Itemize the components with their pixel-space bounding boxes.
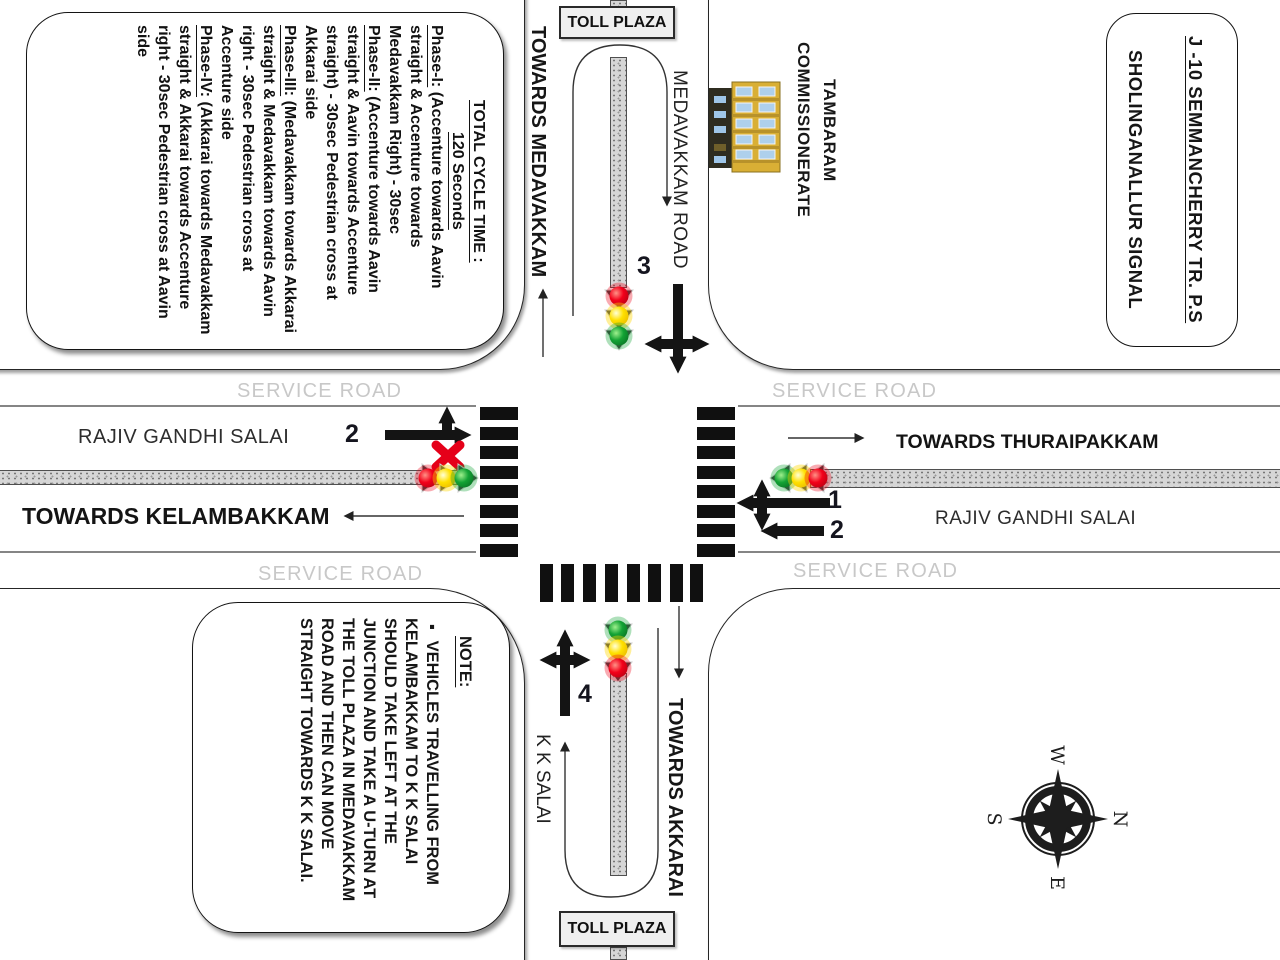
station-line2: SHOLINGANALLUR SIGNAL — [1125, 50, 1146, 310]
note-text: NOTE: ▪ VEHICLES TRAVELLING FROM KELAMBA… — [193, 603, 509, 932]
building-icon — [709, 81, 781, 173]
phase-2: Phase-II: (Accenture towards Aavin strai… — [300, 25, 384, 337]
service-road-label-ne: SERVICE ROAD — [772, 380, 938, 402]
label-towards-medavakkam: TOWARDS MEDAVAKKAM — [527, 26, 549, 278]
road-name-kk-salai: K K SALAI — [532, 734, 553, 824]
phase-1-text: (Accenture towards Aavin straight & Acce… — [386, 25, 445, 289]
road-name-medavakkam-road: MEDAVAKKAM ROAD — [669, 70, 690, 269]
uturn-path-south — [560, 628, 659, 898]
crosswalk-south — [540, 564, 703, 602]
service-road-label-se: SERVICE ROAD — [793, 560, 959, 582]
note-title: NOTE: — [456, 636, 474, 688]
label-towards-akkarai: TOWARDS AKKARAI — [664, 698, 686, 897]
no-entry-x-icon — [431, 440, 465, 472]
road-name-rajiv-gandhi-east: RAJIV GANDHI SALAI — [935, 508, 1137, 529]
phase-1: Phase-I: (Accenture towards Aavin straig… — [384, 25, 447, 337]
phase-3-text: (Medavakkam towards Akkarai straight & M… — [218, 25, 298, 333]
tambaram-line2: COMMISSIONERATE — [794, 42, 813, 218]
block-southeast — [708, 588, 1280, 960]
traffic-signal-north — [604, 282, 634, 351]
compass-n-label: N — [1109, 811, 1131, 828]
toll-plaza-south: TOLL PLAZA — [559, 911, 675, 947]
phase-2-text: (Accenture towards Aavin straight & Aavi… — [302, 25, 382, 300]
movement-arrow-west — [385, 406, 472, 444]
note-bullet: ▪ — [423, 618, 441, 636]
service-road-label-sw: SERVICE ROAD — [258, 563, 424, 585]
station-text: J -10 SEMMANCHERRY TR. P.S SHOLINGANALLU… — [1107, 14, 1237, 346]
station-panel: J -10 SEMMANCHERRY TR. P.S SHOLINGANALLU… — [1106, 13, 1238, 347]
label-towards-kelambakkam: TOWARDS KELAMBAKKAM — [22, 503, 330, 529]
label-towards-thuraipakkam: TOWARDS THURAIPAKKAM — [896, 431, 1159, 453]
compass-rose-icon: N E S W — [983, 745, 1131, 890]
signal-marker-east-2: 2 — [830, 516, 844, 544]
main-road-edge-lines — [0, 405, 1280, 553]
median-west — [0, 470, 458, 485]
signal-marker-east-1: 1 — [828, 486, 842, 514]
movement-arrow-east-1 — [736, 479, 830, 531]
traffic-signal-south — [603, 616, 633, 683]
movement-arrow-south — [539, 629, 591, 716]
label-tambaram-commissionerate: TAMBARAM COMMISSIONERATE — [790, 27, 842, 233]
service-road-label-nw: SERVICE ROAD — [237, 380, 403, 402]
note-panel: NOTE: ▪ VEHICLES TRAVELLING FROM KELAMBA… — [192, 602, 510, 933]
median-north — [610, 57, 627, 288]
phase-1-label: Phase-I: — [428, 25, 445, 88]
signal-marker-west: 2 — [345, 420, 359, 448]
signal-marker-south: 4 — [578, 680, 592, 708]
compass-e-label: E — [1046, 876, 1068, 890]
phase-4-text: (Akkarai towards Medavakkam straight & A… — [134, 25, 214, 335]
traffic-signal-west — [414, 463, 479, 493]
movement-arrow-north — [644, 284, 710, 374]
road-name-rajiv-gandhi-west: RAJIV GANDHI SALAI — [78, 426, 290, 448]
phase-4-label: Phase-IV: — [197, 25, 214, 98]
median-east — [810, 469, 1280, 488]
toll-plaza-south-label: TOLL PLAZA — [567, 920, 667, 937]
signal-marker-north: 3 — [637, 252, 651, 280]
signal-cycle-text: TOTAL CYCLE TIME : 120 Seconds Phase-I: … — [27, 13, 503, 349]
crosswalk-east — [697, 407, 735, 557]
note-body: ▪ VEHICLES TRAVELLING FROM KELAMBAKKAM T… — [295, 618, 442, 917]
phase-3: Phase-III: (Medavakkam towards Akkarai s… — [216, 25, 300, 337]
toll-plaza-north: TOLL PLAZA — [559, 6, 675, 39]
traffic-signal-east — [769, 463, 832, 493]
compass-s-label: S — [983, 812, 1005, 825]
phase-2-label: Phase-II: — [365, 25, 382, 92]
note-body-text: VEHICLES TRAVELLING FROM KELAMBAKKAM TO … — [297, 618, 441, 902]
tambaram-line1: TAMBARAM — [820, 78, 839, 182]
toll-plaza-north-label: TOLL PLAZA — [567, 13, 667, 31]
signal-cycle-panel: TOTAL CYCLE TIME : 120 Seconds Phase-I: … — [26, 12, 504, 350]
cycle-subtitle: 120 Seconds — [449, 132, 466, 230]
compass-w-label: W — [1046, 745, 1068, 765]
uturn-path-north — [572, 44, 672, 316]
phase-4: Phase-IV: (Akkarai towards Medavakkam st… — [132, 25, 216, 337]
crosswalk-west — [480, 407, 518, 557]
phase-3-label: Phase-III: — [281, 25, 298, 97]
median-south — [610, 673, 627, 876]
station-line1: J -10 SEMMANCHERRY TR. P.S — [1185, 36, 1206, 324]
cycle-title: TOTAL CYCLE TIME : — [470, 99, 487, 263]
